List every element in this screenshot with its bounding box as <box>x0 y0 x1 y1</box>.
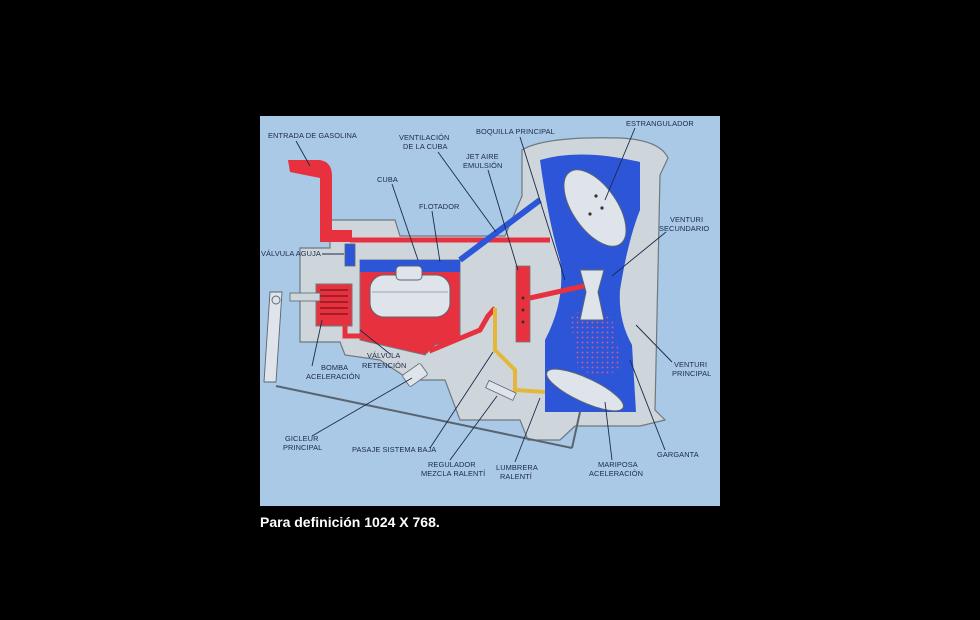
leader-lines <box>295 127 673 463</box>
fuel-mist <box>570 309 622 375</box>
emulsion-tube <box>515 265 531 343</box>
main-nozzle <box>529 283 585 301</box>
label-regulador-1: REGULADOR <box>428 460 476 469</box>
label-lumbrera-1: LUMBRERA <box>496 463 538 472</box>
throttle-plate <box>546 368 624 412</box>
accelerator-pump <box>289 283 353 327</box>
diagram-panel <box>260 116 720 506</box>
label-jet-aire-1: JET AIRE <box>466 152 499 161</box>
label-regulador-2: MEZCLA RALENTÍ <box>421 469 486 478</box>
label-valvula-aguja: VÁLVULA AGUJA <box>261 249 321 258</box>
label-venturi-principal-2: PRINCIPAL <box>672 369 711 378</box>
label-mariposa-1: MARIPOSA <box>598 460 638 469</box>
needle-valve <box>344 243 356 267</box>
label-venturi-principal-1: VENTURI <box>674 360 707 369</box>
label-entrada-gasolina: ENTRADA DE GASOLINA <box>268 131 357 140</box>
label-venturi-secundario-1: VENTURI <box>670 215 703 224</box>
label-gicleur-1: GICLEUR <box>285 434 319 443</box>
label-mariposa-2: ACELERACIÓN <box>589 469 643 478</box>
idle-passage <box>493 308 546 394</box>
label-cuba: CUBA <box>377 175 398 184</box>
label-ventilacion-1: VENTILACIÓN <box>399 133 449 142</box>
label-valvula-retencion-1: VÁLVULA <box>367 351 400 360</box>
pump-line <box>342 306 497 354</box>
choke-plate <box>563 169 627 247</box>
diagram-labels: ENTRADA DE GASOLINA VENTILACIÓN DE LA CU… <box>261 119 711 481</box>
float <box>369 265 451 318</box>
throttle-linkage <box>263 291 581 449</box>
caption-text: Para definición 1024 X 768. <box>260 514 440 530</box>
secondary-venturi <box>579 269 605 321</box>
label-lumbrera-2: RALENTÍ <box>500 472 533 481</box>
label-valvula-retencion-2: RETENCIÓN <box>362 361 406 370</box>
label-ventilacion-2: DE LA CUBA <box>403 142 448 151</box>
idle-mixture-screw <box>485 379 517 401</box>
label-boquilla-principal: BOQUILLA PRINCIPAL <box>476 127 555 136</box>
label-estrangulador: ESTRANGULADOR <box>626 119 694 128</box>
bowl-vent-tube <box>458 197 542 263</box>
label-flotador: FLOTADOR <box>419 202 460 211</box>
label-bomba-1: BOMBA <box>321 363 348 372</box>
label-garganta: GARGANTA <box>657 450 699 459</box>
label-pasaje-sistema-baja: PASAJE SISTEMA BAJA <box>352 445 436 454</box>
fuel-inlet-pipe <box>288 160 352 242</box>
label-jet-aire-2: EMULSIÓN <box>463 161 502 170</box>
label-gicleur-2: PRINCIPAL <box>283 443 322 452</box>
label-bomba-2: ACELERACIÓN <box>306 372 360 381</box>
label-venturi-secundario-2: SECUNDARIO <box>659 224 709 233</box>
